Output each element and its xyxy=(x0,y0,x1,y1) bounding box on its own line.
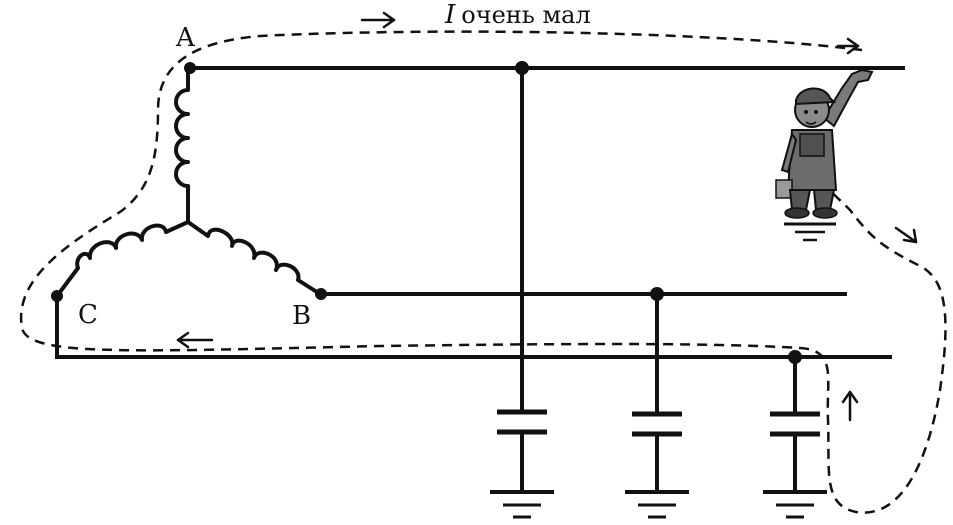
node-a-dot xyxy=(184,62,196,74)
ground-symbol-c xyxy=(763,490,827,519)
arrow-down-right xyxy=(894,226,918,244)
winding-b xyxy=(186,220,322,296)
capacitor-c xyxy=(770,357,820,492)
current-text: очень мал xyxy=(461,1,590,29)
arrow-left-bottom xyxy=(176,331,214,349)
node-c-label: C xyxy=(78,300,98,330)
winding-a xyxy=(174,66,190,224)
node-b-dot xyxy=(315,288,327,300)
arrow-up-c xyxy=(841,390,859,422)
ground-symbol-a xyxy=(490,490,554,519)
node-c-dot xyxy=(51,290,63,302)
arrow-right-top xyxy=(360,11,396,29)
capacitor-b xyxy=(632,294,682,492)
capacitor-a xyxy=(497,68,547,492)
winding-c xyxy=(55,220,190,298)
node-b-label: B xyxy=(292,301,311,331)
node-a-label: A xyxy=(175,23,196,53)
person-figure-icon xyxy=(775,68,874,219)
dashed-current-path xyxy=(19,30,947,514)
ground-symbol-b xyxy=(625,490,689,519)
ground-symbol-person xyxy=(784,222,836,242)
arrow-right-end xyxy=(836,37,860,55)
current-symbol: I xyxy=(444,0,456,30)
